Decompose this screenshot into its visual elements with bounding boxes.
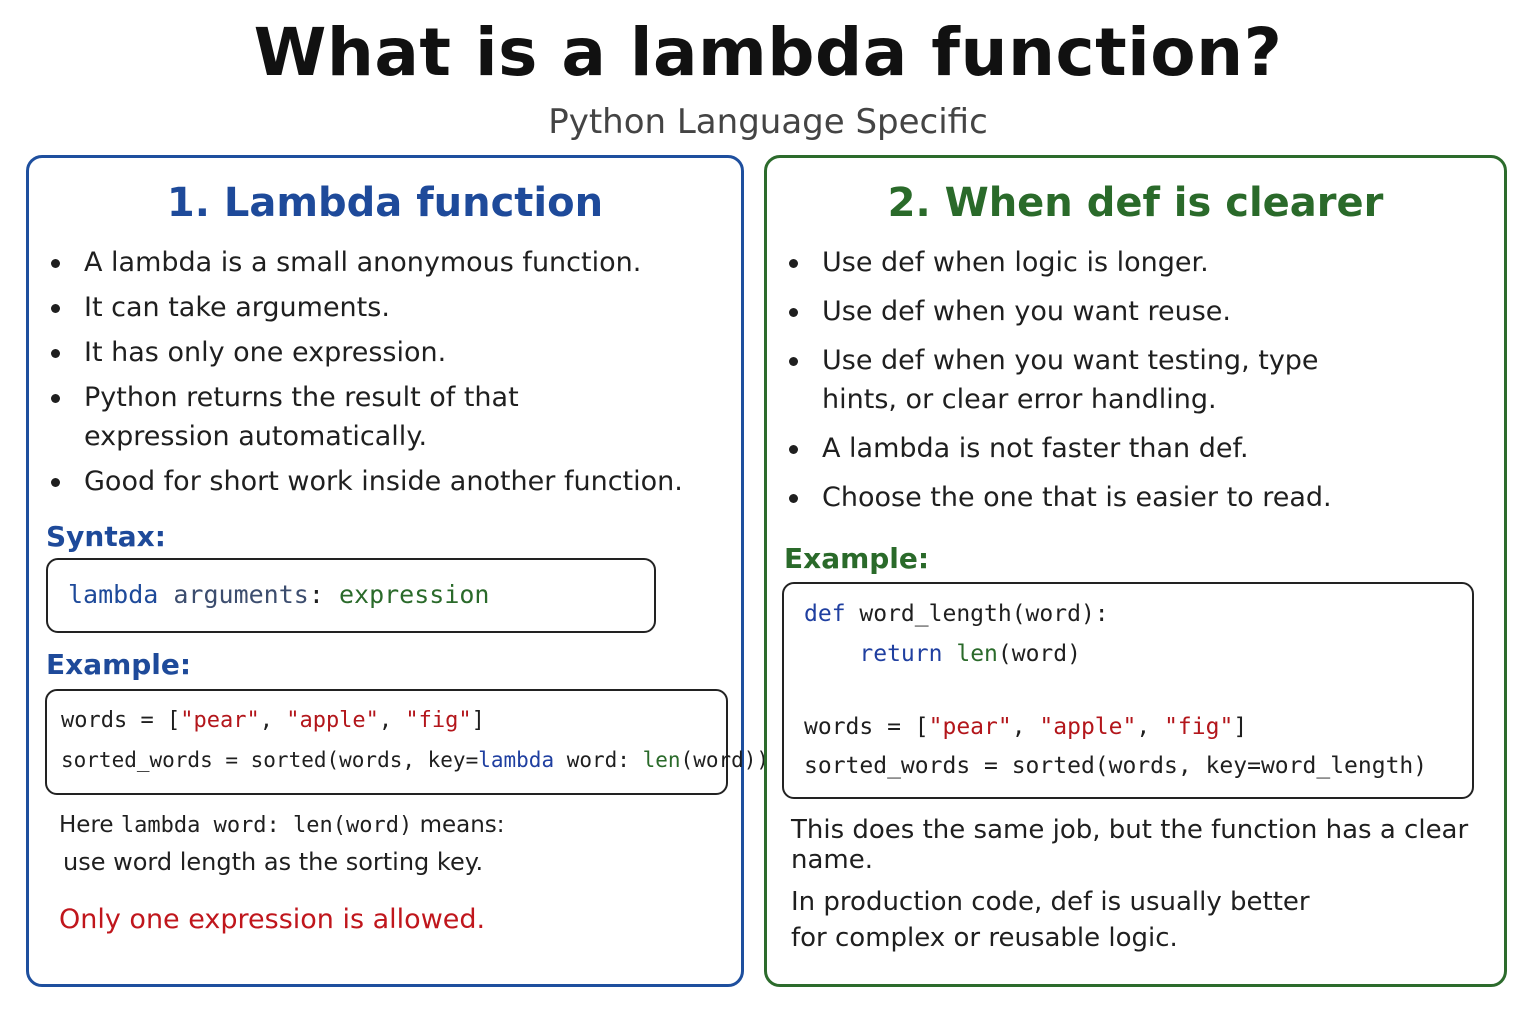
code-text xyxy=(942,641,956,667)
code-builtin: len xyxy=(642,748,681,772)
example-label: Example: xyxy=(784,542,930,575)
list-item: It has only one expression. xyxy=(51,333,731,372)
code-text: word_length(word): xyxy=(845,601,1109,627)
lambda-heading: 1. Lambda function xyxy=(166,180,604,226)
code-builtin: len xyxy=(956,641,998,667)
code-expression: expression xyxy=(338,580,490,609)
note-text: Here xyxy=(59,812,121,838)
def-recommendation-line1: In production code, def is usually bette… xyxy=(791,887,1310,917)
code-text: ] xyxy=(1233,714,1248,740)
list-item: A lambda is not faster than def. xyxy=(789,429,1489,468)
def-heading: 2. When def is clearer xyxy=(887,180,1384,226)
lambda-bullet-list: A lambda is a small anonymous function. … xyxy=(51,243,731,507)
code-text: , xyxy=(378,708,406,733)
code-text: , xyxy=(1011,714,1040,740)
inline-code: lambda word: len(word) xyxy=(120,813,413,838)
code-string: "pear" xyxy=(180,708,260,733)
code-line: words = ["pear", "apple", "fig"] xyxy=(61,708,485,733)
lambda-example-code-box: words = ["pear", "apple", "fig"] sorted_… xyxy=(45,689,769,795)
code-text: word: xyxy=(554,748,643,772)
code-text: words = [ xyxy=(804,714,929,740)
code-text: words = [ xyxy=(61,708,181,733)
lambda-panel: 1. Lambda function A lambda is a small a… xyxy=(26,155,769,987)
list-item: Use def when logic is longer. xyxy=(789,243,1489,282)
code-string: "fig" xyxy=(405,708,472,733)
def-panel: 2. When def is clearer Use def when logi… xyxy=(764,155,1507,987)
code-colon: : xyxy=(308,580,324,609)
code-keyword: lambda xyxy=(478,748,555,772)
syntax-code-box: lambda arguments: expression xyxy=(46,558,656,633)
list-item: It can take arguments. xyxy=(51,288,731,327)
code-keyword: return xyxy=(859,641,943,667)
def-example-code-box: def word_length(word): return len(word) … xyxy=(782,582,1474,799)
list-item: Use def when you want reuse. xyxy=(789,292,1489,331)
syntax-code: lambda arguments: expression xyxy=(68,580,489,609)
def-recommendation-line2: for complex or reusable logic. xyxy=(791,923,1178,953)
example-label: Example: xyxy=(46,648,192,681)
list-item: Choose the one that is easier to read. xyxy=(789,478,1489,517)
code-line: return len(word) xyxy=(804,641,1081,667)
def-bullet-list: Use def when logic is longer. Use def wh… xyxy=(789,243,1489,527)
code-arguments: arguments xyxy=(173,580,309,609)
code-line: sorted_words = sorted(words, key=word_le… xyxy=(804,753,1428,779)
code-keyword: lambda xyxy=(68,580,159,609)
page-title: What is a lambda function? xyxy=(253,14,1283,91)
lambda-explanation-line2: use word length as the sorting key. xyxy=(63,848,484,876)
code-text: ] xyxy=(471,708,485,733)
code-string: "pear" xyxy=(928,714,1012,740)
note-text: means: xyxy=(412,812,505,838)
lambda-explanation: Here lambda word: len(word) means: xyxy=(59,812,505,838)
code-line: sorted_words = sorted(words, key=lambda … xyxy=(61,748,769,772)
code-string: "apple" xyxy=(286,708,379,733)
list-item: Use def when you want testing, type hint… xyxy=(789,341,1382,419)
list-item: Python returns the result of that expres… xyxy=(51,378,664,456)
code-text: sorted_words = sorted(words, key= xyxy=(61,748,479,772)
code-line: def word_length(word): xyxy=(804,601,1109,627)
code-keyword: def xyxy=(804,601,846,627)
list-item: A lambda is a small anonymous function. xyxy=(51,243,731,282)
code-text: , xyxy=(259,708,287,733)
code-string: "apple" xyxy=(1039,714,1137,740)
def-explanation: This does the same job, but the function… xyxy=(791,815,1469,875)
list-item: Good for short work inside another funct… xyxy=(51,462,731,501)
page-subtitle: Python Language Specific xyxy=(548,102,988,142)
code-indent xyxy=(804,641,859,667)
code-text: (word) xyxy=(997,641,1081,667)
syntax-label: Syntax: xyxy=(46,520,166,553)
code-line: words = ["pear", "apple", "fig"] xyxy=(804,714,1247,740)
code-text: (word)) xyxy=(680,748,770,772)
code-string: "fig" xyxy=(1164,714,1234,740)
code-text: , xyxy=(1136,714,1165,740)
lambda-warning: Only one expression is allowed. xyxy=(59,904,486,935)
